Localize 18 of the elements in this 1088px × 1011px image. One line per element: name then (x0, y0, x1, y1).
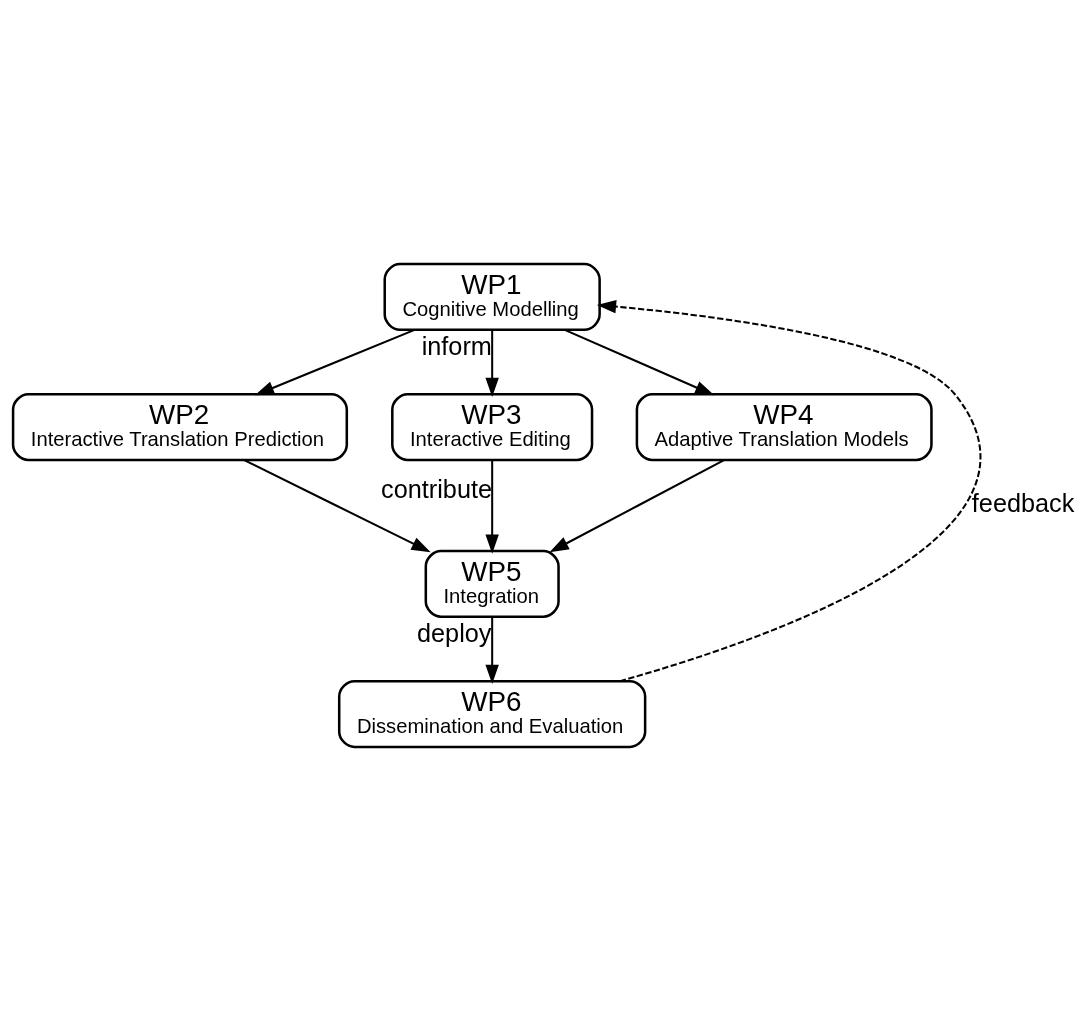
arrow (549, 459, 725, 553)
node-box: WP5 Integration (424, 549, 560, 618)
edge-label: deploy (417, 618, 492, 647)
node-box: WP6 Dissemination and Evaluation (337, 679, 647, 749)
edge-label: inform (421, 331, 492, 360)
arrow (564, 329, 715, 396)
node-box: WP1 Cognitive Modelling (383, 262, 601, 332)
edge-label: feedback (971, 488, 1075, 517)
arrow (254, 329, 415, 396)
arrow (485, 617, 499, 684)
arrow (485, 460, 499, 554)
node-box: WP4 Adaptive Translation Models (635, 393, 933, 462)
arrow (596, 299, 981, 683)
node-box: WP3 Interactive Editing (391, 393, 594, 462)
node-box: WP2 Interactive Translation Prediction (11, 393, 349, 462)
edge-label: contribute (381, 474, 493, 503)
arrow (243, 459, 431, 553)
arrow (485, 330, 499, 397)
